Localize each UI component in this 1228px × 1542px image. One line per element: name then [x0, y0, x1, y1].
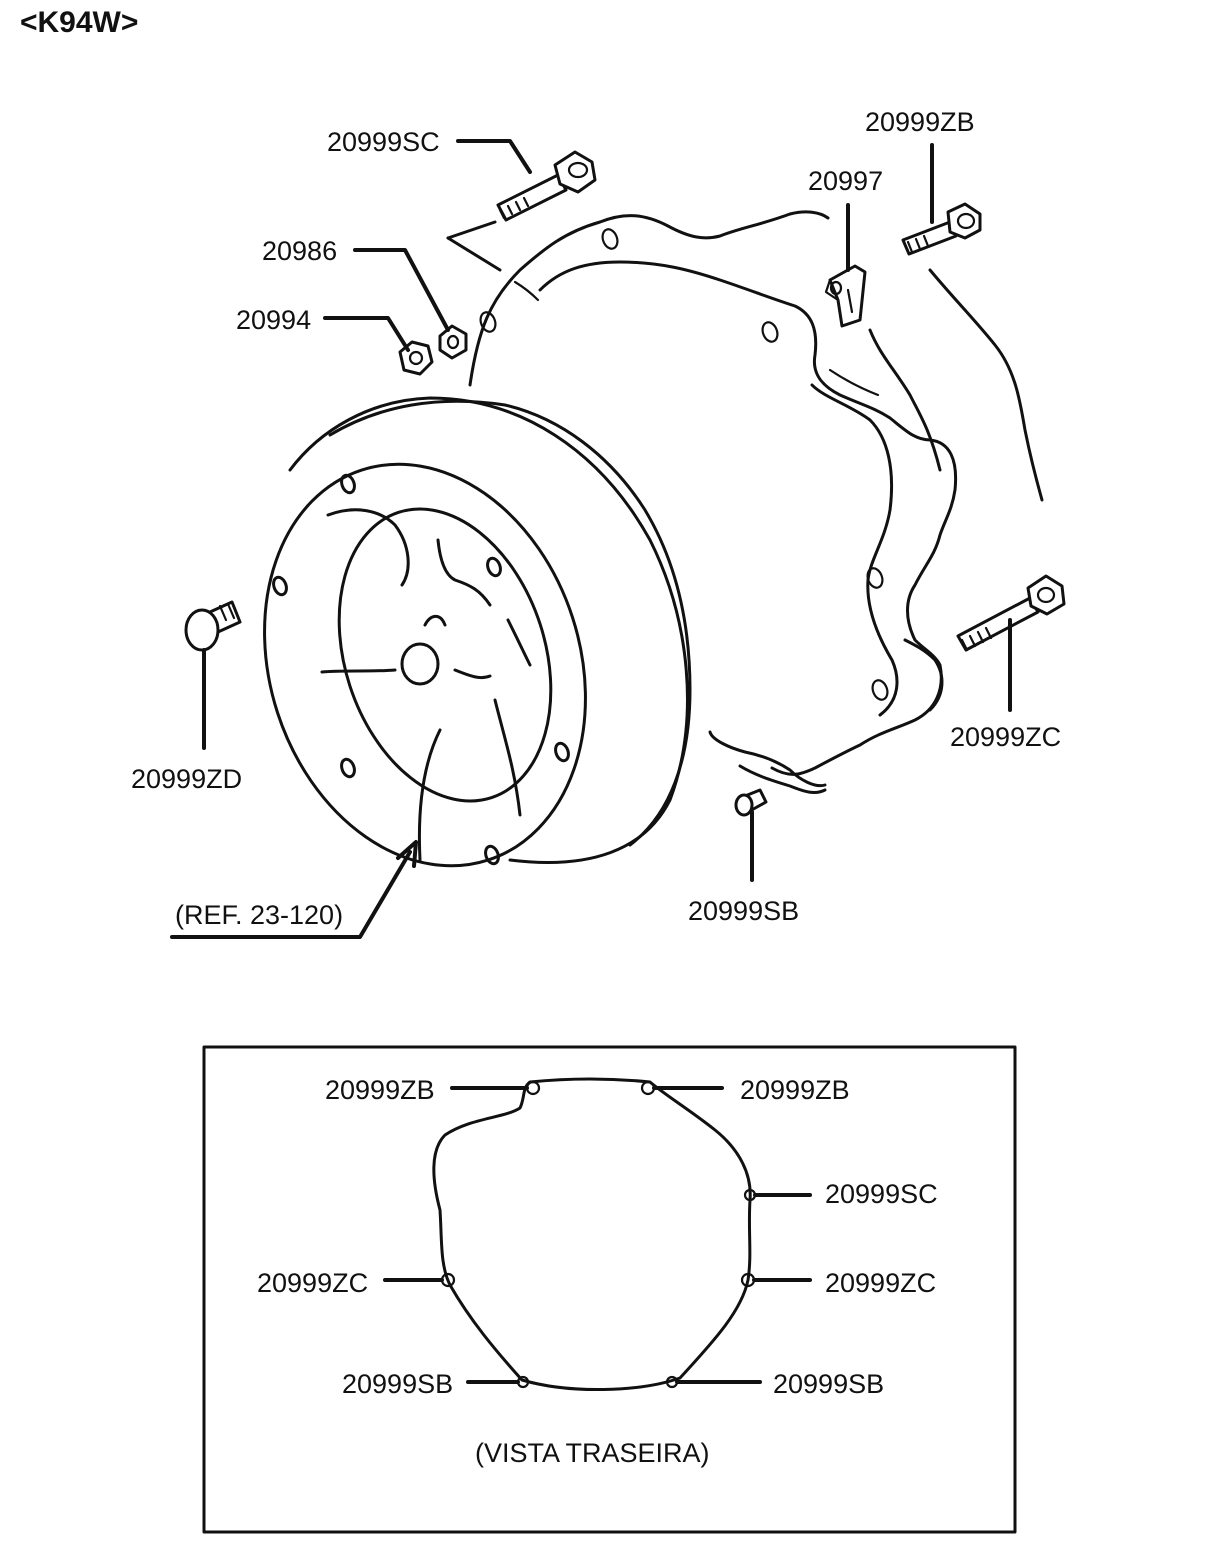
- bolt-zb-part: [901, 202, 982, 256]
- housing-lower-rim: [738, 764, 827, 795]
- bolt-sb-part: [734, 788, 768, 817]
- converter-vane-6: [493, 698, 522, 817]
- converter-vane-2: [436, 538, 492, 607]
- housing-hole-3: [761, 321, 779, 343]
- housing-right-contour: [868, 328, 942, 472]
- housing-right-outer: [928, 268, 1044, 502]
- housing-hole-2: [479, 311, 497, 333]
- housing-hole-1: [601, 228, 619, 250]
- housing-flange-tick: [513, 280, 540, 302]
- converter-vane-3: [320, 668, 397, 674]
- leader-ref-arrowhead: [396, 840, 418, 868]
- rear-view-caption: (VISTA TRASEIRA): [475, 1438, 710, 1468]
- label-20997: 20997: [808, 166, 883, 196]
- rear-view-frame: [202, 1045, 1017, 1534]
- leader-20994: [323, 316, 410, 352]
- housing-upper-flange: [538, 260, 958, 776]
- converter-boss-3: [272, 575, 288, 597]
- transmission-housing-drawing: [184, 150, 1066, 868]
- leader-sc-top: [456, 139, 532, 174]
- label-ref: (REF. 23-120): [175, 900, 343, 930]
- leader-20986: [353, 248, 450, 332]
- converter-hub: [400, 642, 440, 686]
- label-20999sc-top: 20999SC: [327, 127, 440, 157]
- converter-boss-2: [486, 556, 502, 578]
- bolt-zd-part: [184, 600, 242, 652]
- converter-boss-5: [340, 757, 356, 779]
- converter-inner-ring: [337, 507, 553, 803]
- rear-label-zc-left: 20999ZC: [257, 1268, 368, 1298]
- rear-label-zb-left: 20999ZB: [325, 1075, 435, 1105]
- housing-bottom-right-step: [903, 638, 944, 712]
- rear-view-inset: 20999ZB 20999ZB 20999SC 20999ZC 20999ZC …: [202, 1045, 1017, 1534]
- bolt-sc-guide: [446, 236, 502, 272]
- housing-shading-line: [828, 368, 880, 397]
- label-20999zd: 20999ZD: [131, 764, 242, 794]
- label-20986: 20986: [262, 236, 337, 266]
- bolt-sc-guide-2: [446, 220, 497, 240]
- converter-boss-6: [484, 844, 500, 866]
- housing-outline: [468, 210, 830, 387]
- housing-bottom-lip: [708, 730, 827, 788]
- converter-vane-8: [506, 618, 532, 667]
- rear-label-sc: 20999SC: [825, 1179, 938, 1209]
- rear-label-sb-right: 20999SB: [773, 1369, 884, 1399]
- label-20994: 20994: [236, 305, 311, 335]
- housing-hole-4: [866, 567, 884, 589]
- bracket-20997-part: [824, 264, 867, 328]
- label-20999zb-top: 20999ZB: [865, 107, 975, 137]
- converter-boss-1: [340, 473, 356, 495]
- bolt-zc-part: [956, 574, 1066, 652]
- converter-vane-7: [453, 668, 492, 680]
- converter-drum-side: [288, 396, 689, 864]
- dowel-20986-part: [438, 324, 468, 360]
- leader-lines: [170, 139, 1012, 939]
- rear-label-zc-right: 20999ZC: [825, 1268, 936, 1298]
- label-20999sb-bottom: 20999SB: [688, 896, 799, 926]
- converter-vane-5: [417, 728, 442, 862]
- bolt-sc-part: [496, 150, 597, 222]
- converter-boss-4: [554, 741, 570, 763]
- model-title: <K94W>: [20, 6, 138, 39]
- converter-vane-1: [326, 508, 410, 587]
- rear-label-sb-left: 20999SB: [342, 1369, 453, 1399]
- converter-vane-4: [423, 614, 447, 627]
- rear-label-zb-right: 20999ZB: [740, 1075, 850, 1105]
- leader-ref: [170, 850, 412, 939]
- housing-hole-5: [871, 679, 889, 701]
- label-20999zc-right: 20999ZC: [950, 722, 1061, 752]
- rear-view-housing-outline: [432, 1077, 752, 1392]
- converter-drum-rim: [328, 399, 692, 847]
- housing-inner-edge: [810, 383, 899, 717]
